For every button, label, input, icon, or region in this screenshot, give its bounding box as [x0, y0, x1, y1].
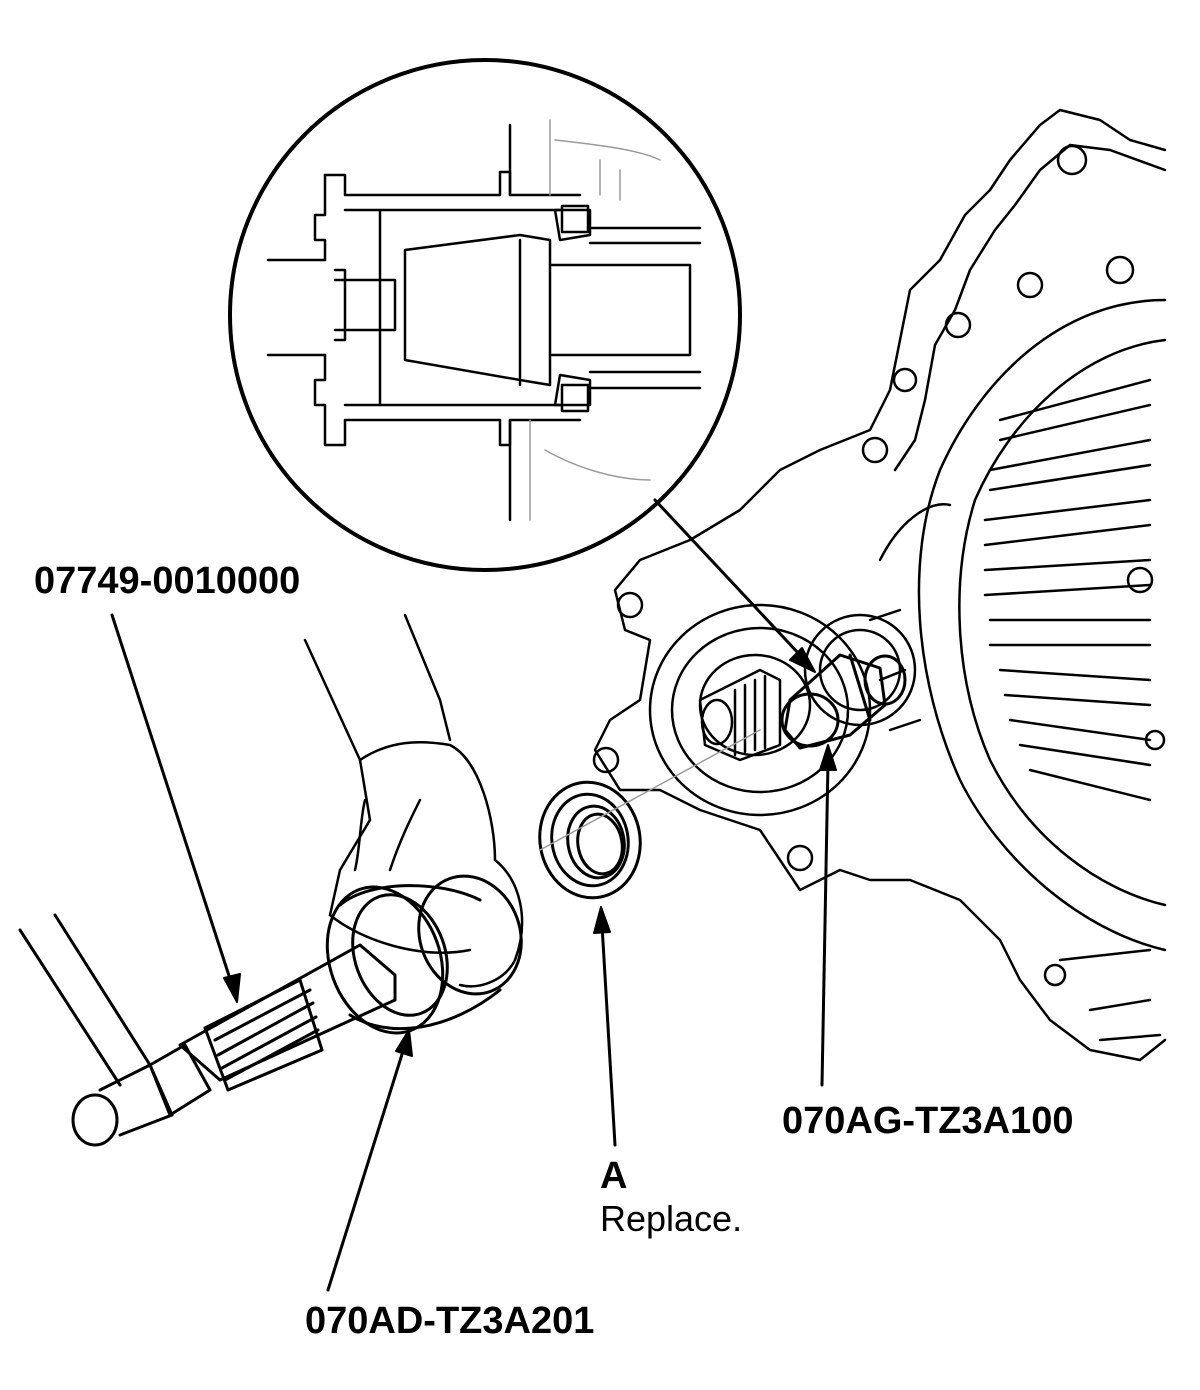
detail-inset: [228, 58, 742, 572]
arrow-attachment-tool: [326, 1029, 413, 1292]
arrow-guide-tool: [819, 744, 837, 1087]
guide-tool-label: 070AG-TZ3A100: [782, 1100, 1074, 1142]
assembly-centerline: [539, 729, 761, 851]
output-boss: [648, 603, 917, 817]
transmission-housing: [592, 108, 1167, 1062]
arrow-oil-seal: [593, 906, 617, 1147]
handle-tool-label: 07749-0010000: [34, 560, 301, 602]
attachment-tool: [325, 874, 523, 1035]
driver-handle: [18, 913, 397, 1147]
guide-tool-cone: [780, 653, 907, 750]
attachment-tool-label: 070AD-TZ3A201: [305, 1300, 595, 1342]
seal-replace-note: Replace.: [600, 1198, 743, 1239]
oil-seal: [538, 780, 642, 900]
arrow-handle-tool: [110, 613, 241, 1003]
inset-leader: [653, 498, 816, 673]
seal-callout-letter: A: [600, 1155, 628, 1197]
hand: [303, 613, 524, 988]
